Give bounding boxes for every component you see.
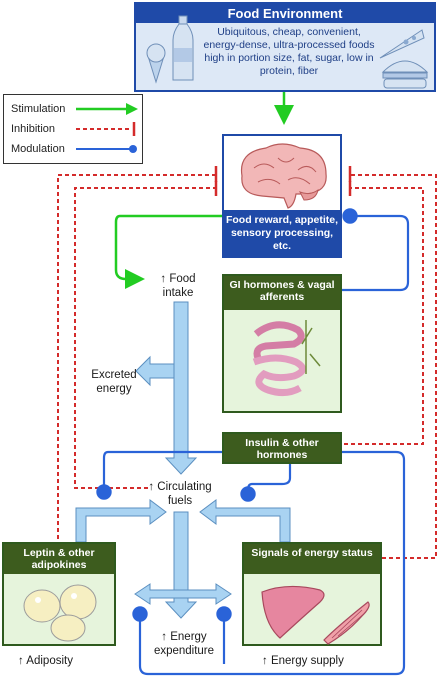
legend-inhibition-label: Inhibition [11, 123, 56, 135]
legend-stimulation-label: Stimulation [11, 103, 66, 115]
insulin-box: Insulin & other hormones [222, 432, 342, 464]
excreted-energy-label: Excreted energy [91, 369, 137, 395]
legend-modulation-label: Modulation [11, 143, 65, 155]
liver-icon [261, 585, 325, 639]
fat-cells-icon [23, 584, 97, 642]
food-environment-title: Food Environment [136, 4, 434, 23]
brain-icon [240, 143, 327, 209]
energy-status-title: Signals of energy status [244, 544, 380, 574]
brain-caption: Food reward, appetite, sensory processin… [224, 210, 340, 256]
leptin-box: Leptin & other adipokines [2, 542, 116, 646]
adiposity-label: ↑ Adiposity [18, 655, 73, 667]
gi-hormones-box: GI hormones & vagal afferents [222, 274, 342, 413]
adipose-to-fuels-arrow [75, 499, 167, 543]
fuels-to-expenditure-arrow [164, 511, 198, 619]
energy-flow-arrows [75, 301, 291, 619]
insulin-to-fuels-modulation [96, 450, 222, 500]
leptin-title: Leptin & other adipokines [4, 544, 114, 574]
energy-supply-label: ↑ Energy supply [262, 655, 344, 667]
brain-to-intake-arrow [114, 214, 222, 289]
gi-hormones-title: GI hormones & vagal afferents [224, 276, 340, 310]
food-intake-label: ↑ Food intake [160, 273, 196, 299]
stimulation-arrows [114, 92, 294, 289]
fuels-inhibit-brain-line [74, 187, 216, 489]
insulin-to-energy-modulation [132, 450, 406, 676]
gi-to-brain-modulation [342, 208, 410, 292]
fuels-to-sides-arrow [134, 583, 232, 605]
soda-bottle-icon [172, 15, 194, 81]
insulin-inhibit-brain-line [344, 187, 424, 445]
insulin-to-right-modulation [240, 464, 292, 502]
food-environment-box: Food Environment Ubiquitous, cheap, conv… [134, 2, 436, 92]
circulating-fuels-label: ↑ Circulating fuels [148, 481, 212, 507]
legend: Stimulation Inhibition Modulation [3, 94, 143, 164]
legend-swatches [76, 103, 138, 153]
energy-expenditure-label: ↑ Energy expenditure [153, 631, 215, 657]
energy-status-box: Signals of energy status [242, 542, 382, 646]
energy-inhibit-brain-line [350, 174, 437, 559]
brain-box: Food reward, appetite, sensory processin… [222, 134, 342, 258]
energy-status-to-fuels-arrow [199, 499, 291, 543]
ice-cream-icon [146, 43, 166, 84]
intestine-icon [252, 320, 321, 397]
intake-to-fuels-arrow [164, 301, 198, 475]
pizza-slice-icon [379, 29, 425, 59]
burger-icon [381, 60, 429, 89]
muscle-icon [323, 601, 370, 645]
food-environment-description: Ubiquitous, cheap, convenient, energy-de… [203, 26, 375, 77]
modulation-lines [96, 208, 410, 676]
excreted-energy-arrow [135, 355, 175, 387]
insulin-title: Insulin & other hormones [224, 434, 340, 462]
